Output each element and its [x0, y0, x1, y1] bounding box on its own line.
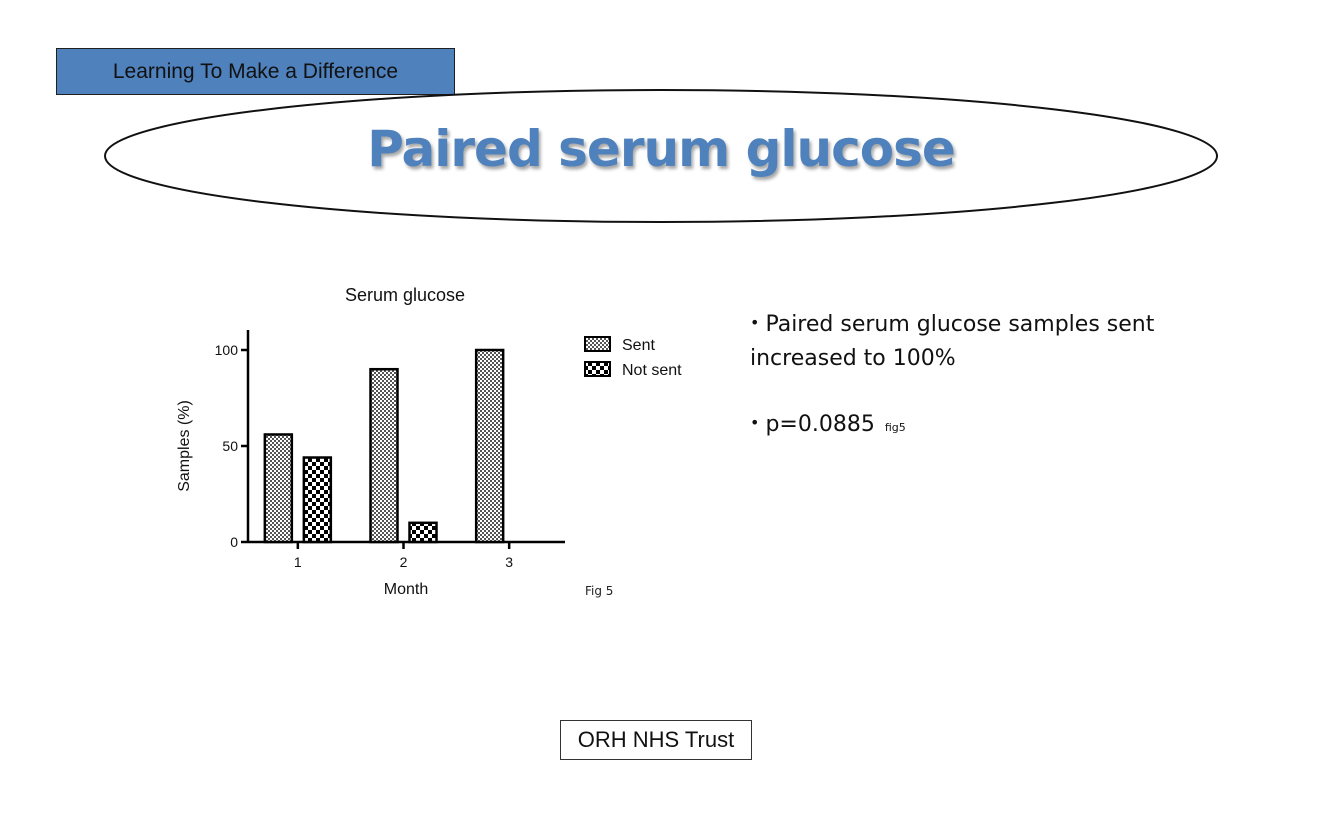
- bullet-text: Paired serum glucose samples sent increa…: [750, 312, 1155, 371]
- footer-text: ORH NHS Trust: [577, 727, 735, 752]
- bar-not-sent-month-2: [408, 521, 438, 544]
- chart-title: Serum glucose: [345, 285, 465, 305]
- x-axis-label: Month: [384, 581, 428, 598]
- x-tick-label: 1: [294, 554, 302, 570]
- chart-axes: 0 50 100 1 2 3: [215, 330, 565, 570]
- slide-title: Paired serum glucose: [367, 120, 956, 178]
- figure-caption: Fig 5: [585, 584, 614, 598]
- legend-label: Not sent: [622, 362, 682, 379]
- x-tick-label: 3: [505, 554, 513, 570]
- bar-sent-month-3: [474, 348, 505, 544]
- figure-reference: fig5: [884, 421, 906, 434]
- legend-label: Sent: [622, 337, 655, 354]
- bullet-text: p=0.0885: [765, 412, 875, 437]
- banner-text: Learning To Make a Difference: [112, 59, 399, 83]
- bar-sent-month-1: [263, 433, 294, 544]
- y-axis-label: Samples (%): [176, 400, 193, 492]
- bullet-list: •Paired serum glucose samples sent incre…: [750, 306, 1250, 475]
- bullet-item-p-value: • p=0.0885 fig5: [750, 406, 1250, 445]
- bullet-item-result: •Paired serum glucose samples sent incre…: [750, 306, 1250, 376]
- legend-swatch: [584, 361, 611, 377]
- bullet-dot-icon: •: [750, 413, 760, 432]
- ellipse-shape: [104, 89, 1218, 223]
- footer-org-name: ORH NHS Trust: [560, 720, 752, 760]
- serum-glucose-chart: Serum glucose Samples (%) Month 0 50 100 1 2…: [160, 270, 720, 610]
- x-tick-label: 2: [400, 554, 408, 570]
- y-tick-label: 100: [215, 342, 239, 358]
- y-tick-label: 0: [230, 534, 238, 550]
- bullet-dot-icon: •: [750, 313, 760, 332]
- banner: Learning To Make a Difference: [56, 48, 455, 95]
- chart-bars: [263, 348, 505, 544]
- chart-canvas: Serum glucose Samples (%) Month 0 50 100 1 2…: [176, 285, 682, 598]
- legend-swatch: [584, 336, 611, 352]
- y-tick-label: 50: [222, 438, 238, 454]
- title-ellipse: Paired serum glucose: [100, 84, 1222, 228]
- bar-not-sent-month-1: [302, 456, 333, 544]
- bar-sent-month-2: [369, 367, 399, 544]
